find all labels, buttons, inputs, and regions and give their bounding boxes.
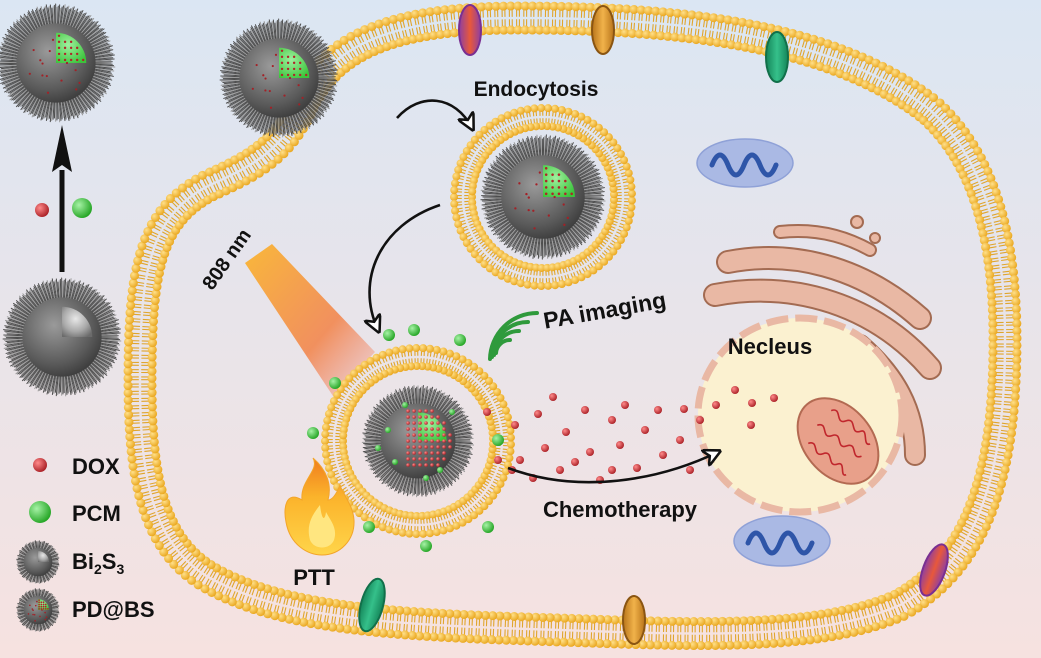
label-endocytosis: Endocytosis	[474, 78, 599, 101]
endosome-vesicle	[450, 104, 636, 290]
endocytosis-arrow	[396, 99, 472, 128]
nanoparticle-icon	[219, 18, 339, 138]
label-ptt: PTT	[293, 565, 335, 590]
signal-waves-icon	[488, 311, 539, 361]
cell-membrane	[123, 1, 1022, 651]
nanoparticle-icon	[480, 134, 606, 260]
legend-pcm-icon	[29, 501, 51, 523]
membrane-proteins	[358, 4, 949, 645]
membrane-protein-icon	[458, 4, 482, 56]
laser-beam-icon	[245, 244, 375, 396]
membrane-protein-icon	[358, 577, 386, 633]
label-nucleus: Necleus	[728, 334, 812, 359]
dox-release-cloud	[483, 386, 778, 484]
membrane-protein-icon	[591, 5, 615, 55]
release-vesicle	[321, 344, 515, 538]
legend-dox-label: DOX	[72, 454, 120, 479]
legend-dox-icon	[33, 458, 47, 472]
legend: DOX PCM Bi2S3 PD@BS	[29, 454, 155, 622]
vesicle-top	[696, 138, 794, 188]
internalization-arrow	[370, 203, 441, 330]
legend-pdbs-label: PD@BS	[72, 597, 155, 622]
flame-icon	[284, 457, 355, 556]
pcm-release-cloud	[307, 324, 504, 552]
legend-bi2s3-label: Bi2S3	[72, 549, 124, 577]
legend-bi2s3-icon	[16, 540, 60, 584]
golgi-icon	[703, 215, 942, 466]
vesicle-bottom	[733, 515, 831, 567]
mitochondria-icon	[796, 397, 880, 485]
label-chemotherapy: Chemotherapy	[543, 497, 698, 522]
membrane-protein-icon	[919, 543, 949, 597]
nanoparticle-icon	[361, 384, 475, 498]
legend-pdbs-icon	[16, 588, 60, 632]
nanoparticle-icon	[2, 277, 122, 397]
nanoparticle-icon	[0, 3, 116, 123]
chemotherapy-arrow	[507, 452, 718, 484]
membrane-protein-icon	[765, 31, 789, 83]
membrane-protein-icon	[622, 595, 646, 645]
synthesis-arrow	[35, 125, 92, 272]
legend-pcm-label: PCM	[72, 501, 121, 526]
arrows	[370, 99, 718, 484]
